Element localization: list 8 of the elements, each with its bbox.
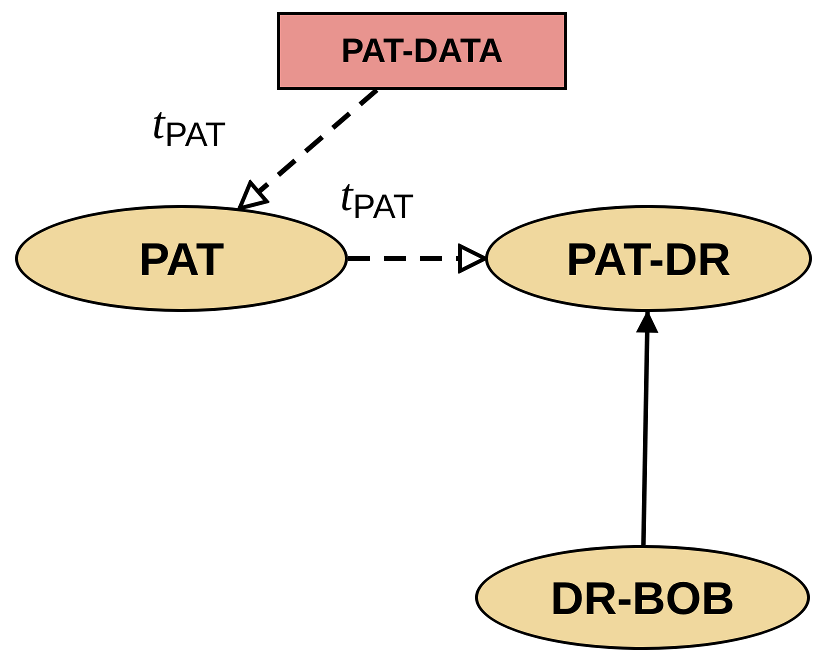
node-label: DR-BOB	[550, 570, 734, 624]
arrow	[238, 88, 378, 210]
node-label: PAT-DR	[566, 232, 731, 286]
data-box	[277, 12, 567, 90]
node-label: PAT-DATA	[341, 32, 503, 70]
arrow	[348, 244, 487, 273]
node-label: PAT	[138, 232, 224, 286]
arrow	[636, 310, 658, 546]
